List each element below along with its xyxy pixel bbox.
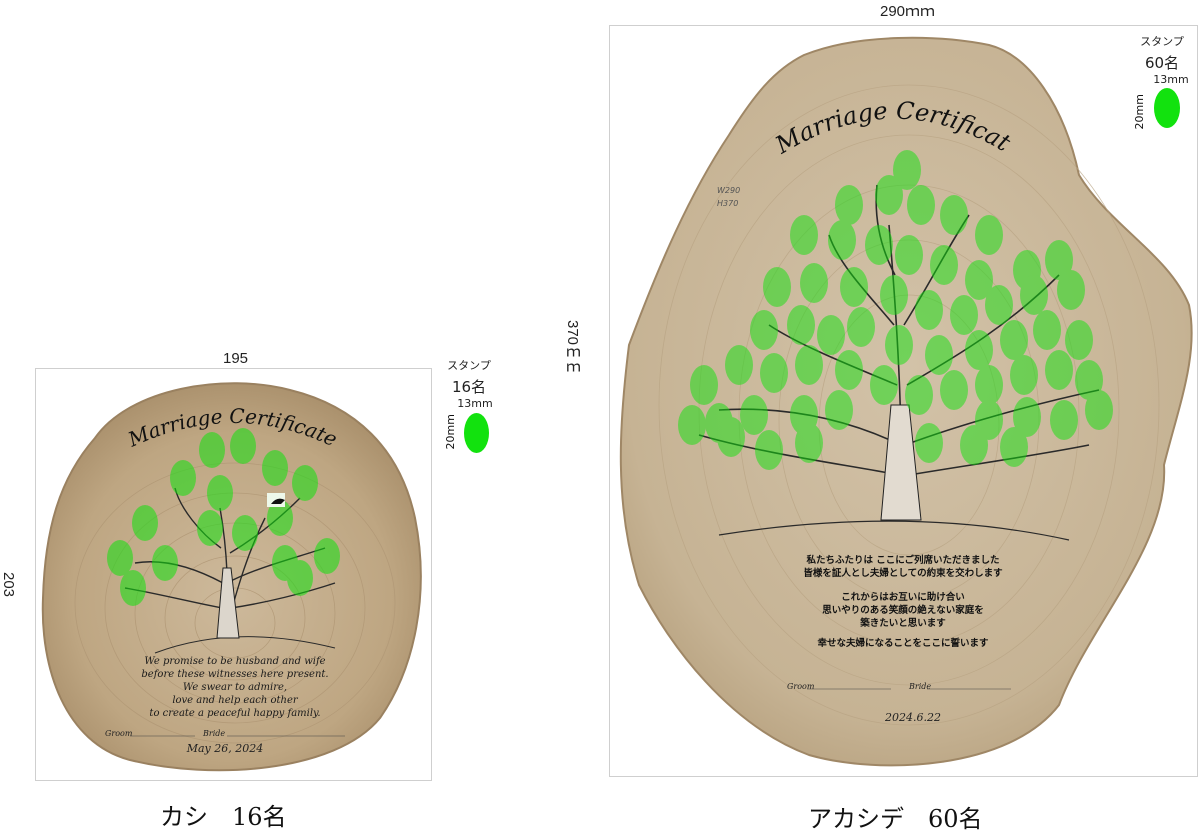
right-stamp-width: 13mm bbox=[1153, 73, 1189, 86]
right-wood-slice: W290 H370 Marriage Certificate bbox=[609, 25, 1193, 767]
left-stamp-title: スタンプ bbox=[447, 359, 491, 372]
right-width-label: 290ｍｍ bbox=[880, 3, 936, 20]
right-vow-line: 築きたいと思います bbox=[859, 617, 946, 629]
left-vow-line: We promise to be husband and wife bbox=[144, 656, 325, 667]
bird-icon bbox=[271, 498, 285, 504]
right-bride-label: Bride bbox=[908, 682, 931, 691]
right-groom-label: Groom bbox=[787, 682, 815, 691]
right-stamp-sample-oval bbox=[1154, 88, 1180, 128]
right-stamp-title: スタンプ bbox=[1140, 35, 1184, 48]
right-vow-line: これからはお互いに助け合い bbox=[841, 591, 965, 603]
left-vows: We promise to be husband and wife before… bbox=[141, 656, 328, 719]
right-stamp-ovals bbox=[678, 150, 1113, 470]
right-vow-line: 思いやりのある笑顔の絶えない家庭を bbox=[822, 604, 984, 616]
left-height-label: 203 bbox=[0, 572, 17, 598]
left-frame bbox=[35, 368, 432, 781]
right-stamp-height: 20mm bbox=[1133, 94, 1146, 130]
right-stamp-count: 60名 bbox=[1144, 54, 1180, 72]
left-width-label: 195 bbox=[223, 350, 249, 367]
left-bride-label: Bride bbox=[202, 729, 225, 738]
left-stamp-sample-oval bbox=[464, 413, 489, 453]
left-groom-label: Groom bbox=[105, 729, 133, 738]
left-vow-line: We swear to admire, bbox=[183, 682, 287, 693]
right-vows: 私たちふたりは ここにご列席いただきました 皆様を証人とし夫婦としての約束を交わ… bbox=[803, 554, 1003, 649]
left-stamp-ovals bbox=[107, 428, 340, 606]
right-caption: アカシデ 60名 bbox=[808, 805, 983, 833]
left-vow-line: love and help each other bbox=[172, 695, 299, 706]
left-stamp-height: 20mm bbox=[444, 414, 457, 450]
pencil-note: W290 H370 bbox=[717, 186, 743, 208]
right-height-label: 370ｍｍ bbox=[564, 320, 581, 376]
left-vow-line: to create a peaceful happy family. bbox=[149, 708, 320, 719]
right-stamp-legend: スタンプ 60名 13mm bbox=[1128, 33, 1196, 86]
left-vow-line: before these witnesses here present. bbox=[141, 669, 328, 680]
left-stamp-width: 13mm bbox=[457, 397, 493, 410]
right-date: 2024.6.22 bbox=[884, 711, 941, 724]
left-caption: カシ 16名 bbox=[160, 803, 287, 831]
left-wood-slice: Marriage Certificate We promise to be bbox=[41, 382, 422, 772]
left-tree-trunk bbox=[216, 567, 240, 639]
right-frame bbox=[609, 25, 1198, 777]
left-date: May 26, 2024 bbox=[186, 742, 264, 755]
right-vow-line: 私たちふたりは ここにご列席いただきました bbox=[805, 554, 999, 566]
right-vow-line: 幸せな夫婦になることをここに誓います bbox=[817, 637, 989, 649]
left-stamp-count: 16名 bbox=[451, 378, 487, 396]
left-stamp-legend: スタンプ 16名 13mm bbox=[440, 357, 498, 410]
right-vow-line: 皆様を証人とし夫婦としての約束を交わします bbox=[803, 567, 1003, 579]
